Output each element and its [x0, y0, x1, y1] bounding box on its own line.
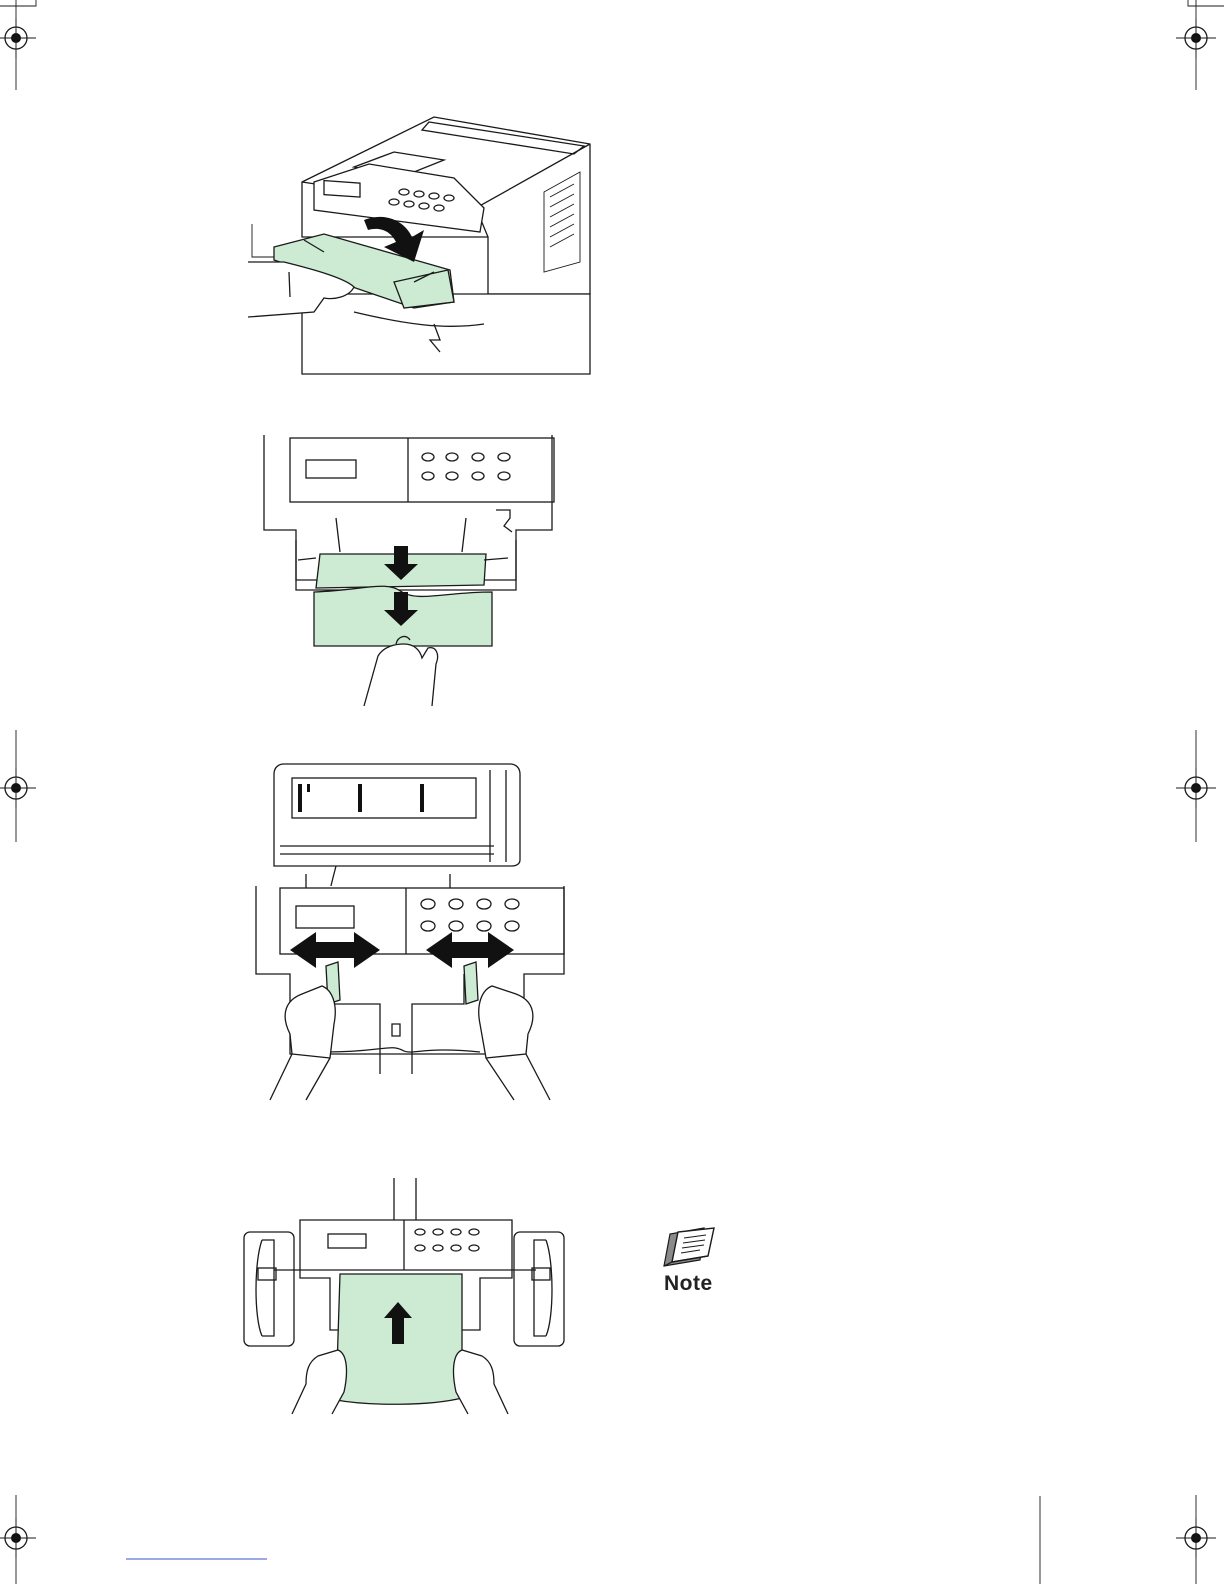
- registration-mark-icon: [0, 1518, 36, 1558]
- printer-illustration: [240, 1178, 580, 1438]
- printer-illustration: [250, 764, 570, 1104]
- registration-mark-icon: [1176, 18, 1216, 58]
- registration-mark-icon: [1176, 768, 1216, 808]
- registration-mark-icon: [1176, 1518, 1216, 1558]
- registration-mark-icon: [0, 768, 36, 808]
- registration-mark-icon: [0, 18, 36, 58]
- note-label: Note: [664, 1272, 713, 1296]
- printer-illustration: [244, 112, 604, 382]
- note-icon: [660, 1226, 720, 1272]
- printer-illustration: [256, 430, 556, 710]
